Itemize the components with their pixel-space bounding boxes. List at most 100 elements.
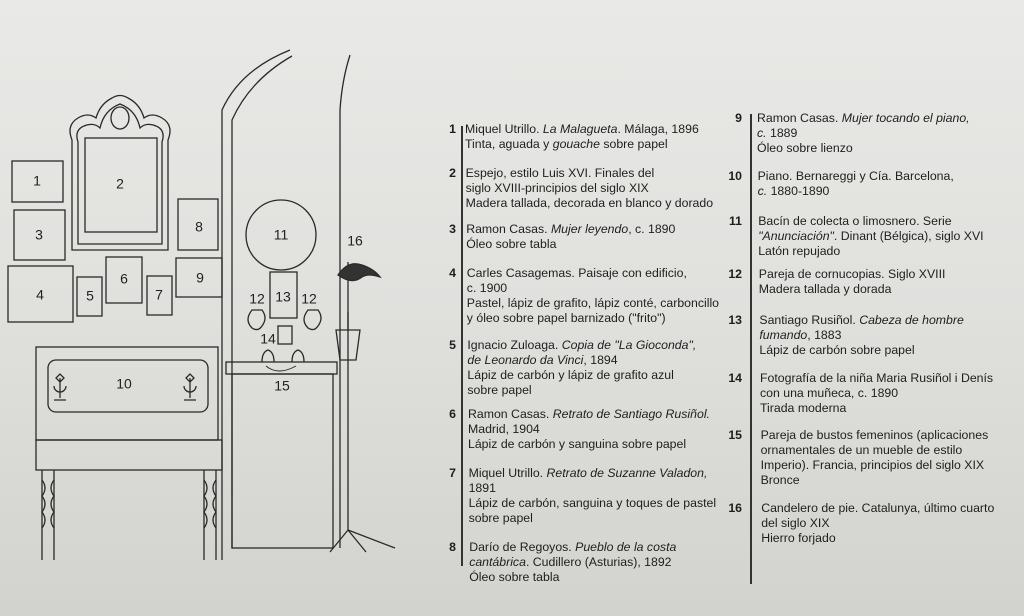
label-8: 8 bbox=[195, 219, 203, 235]
entry-text: sobre papel bbox=[467, 383, 532, 397]
entry-line: Carles Casagemas. Paisaje con edificio, bbox=[467, 266, 719, 281]
entry-line: Espejo, estilo Luis XVI. Finales del bbox=[466, 166, 713, 181]
entry-line: Latón repujado bbox=[758, 244, 983, 259]
busts-15 bbox=[261, 349, 305, 363]
alms-dish-11 bbox=[245, 199, 317, 271]
entry-number: 16 bbox=[728, 501, 742, 515]
piano-10 bbox=[35, 346, 223, 560]
entry-text: c. 1900 bbox=[466, 281, 508, 295]
entry-text: Bronce bbox=[760, 473, 800, 487]
entry-title-text: Cabeza de hombre bbox=[859, 313, 964, 327]
entry-text: Pareja de bustos femeninos (aplicaciones bbox=[760, 428, 989, 442]
mirror-2 bbox=[69, 94, 171, 251]
entry-text: Miquel Utrillo. bbox=[465, 122, 543, 136]
entry-text: con una muñeca, c. 1890 bbox=[760, 386, 899, 400]
entry-title-text: fumando bbox=[759, 328, 808, 342]
entry-line: 1891 bbox=[469, 481, 716, 496]
entry-number: 2 bbox=[449, 166, 456, 180]
entry-text: siglo XVIII-principios del siglo XIX bbox=[465, 181, 649, 195]
entry-line: Bacín de colecta o limosnero. Serie bbox=[758, 214, 983, 229]
frame-4 bbox=[7, 265, 74, 323]
entry-line: Tirada moderna bbox=[760, 401, 993, 416]
entry-number: 3 bbox=[449, 222, 456, 236]
entry-text: Latón repujado bbox=[758, 244, 841, 258]
entry-text: . Cudillero (Asturias), 1892 bbox=[525, 555, 672, 569]
entry-number: 12 bbox=[728, 267, 742, 281]
label-7: 7 bbox=[155, 287, 163, 303]
entry-line: c. 1889 bbox=[757, 126, 970, 141]
entry-text: 1891 bbox=[468, 481, 496, 495]
entry-text: Darío de Regoyos. bbox=[469, 540, 576, 554]
entry-line: y óleo sobre papel barnizado ("frito") bbox=[467, 311, 719, 326]
entry-number: 1 bbox=[449, 122, 456, 136]
entry-line: c. 1880-1890 bbox=[758, 184, 954, 199]
entry-number: 5 bbox=[449, 338, 456, 352]
entry-title-text: cantábrica bbox=[469, 555, 526, 569]
entry-number: 6 bbox=[449, 407, 456, 421]
photo-14 bbox=[277, 325, 293, 345]
label-5: 5 bbox=[86, 288, 94, 304]
entry-text: Imperio). Francia, principios del siglo … bbox=[760, 458, 985, 472]
entry-text: Óleo sobre lienzo bbox=[757, 141, 853, 155]
entry-text: Madera tallada y dorada bbox=[758, 282, 892, 296]
entry-line: c. 1900 bbox=[467, 281, 719, 296]
entry-title-text: Mujer tocando el piano, bbox=[841, 111, 970, 125]
label-16: 16 bbox=[347, 233, 363, 249]
entry-text: Carles Casagemas. Paisaje con edificio, bbox=[466, 266, 687, 280]
room-layout-diagram: 1 2 3 4 5 6 7 8 9 10 11 12 12 13 14 15 1… bbox=[7, 49, 396, 560]
cornucopia-left bbox=[247, 309, 266, 331]
frame-13 bbox=[269, 271, 298, 319]
column-divider bbox=[750, 114, 752, 584]
label-3: 3 bbox=[35, 227, 43, 243]
entry-text: Tirada moderna bbox=[760, 401, 847, 415]
entry-line: Hierro forjado bbox=[761, 531, 994, 546]
label-10: 10 bbox=[116, 376, 132, 392]
entry-text: 1889 bbox=[766, 126, 798, 140]
frame-3 bbox=[13, 209, 66, 261]
entry-text: ornamentales de un mueble de estilo bbox=[760, 443, 963, 457]
entry-text: Tinta, aguada y bbox=[465, 137, 553, 151]
frame-8 bbox=[177, 198, 219, 251]
label-14: 14 bbox=[260, 331, 276, 347]
entry-text: , c. 1890 bbox=[628, 222, 676, 236]
entry-text: Ramon Casas. bbox=[757, 111, 842, 125]
entry-text: Óleo sobre tabla bbox=[469, 570, 560, 584]
entry-line: Lápiz de carbón y lápiz de grafito azul bbox=[467, 368, 696, 383]
entry-line: fumando, 1883 bbox=[759, 328, 963, 343]
label-12-left: 12 bbox=[249, 291, 265, 307]
entry-text: , 1894 bbox=[583, 353, 618, 367]
entry-title-text: La Malagueta bbox=[542, 122, 618, 136]
entry-text: Pareja de cornucopias. Siglo XVIII bbox=[758, 267, 946, 281]
label-12-right: 12 bbox=[301, 291, 317, 307]
label-9: 9 bbox=[196, 270, 204, 286]
entry-line: Madera tallada, decorada en blanco y dor… bbox=[466, 196, 713, 211]
legend-column-1: 1 Miquel Utrillo. La Malagueta. Málaga, 1… bbox=[438, 0, 728, 616]
entry-line: Óleo sobre tabla bbox=[466, 237, 675, 252]
entry-line: ornamentales de un mueble de estilo bbox=[761, 443, 989, 458]
entry-line: Bronce bbox=[761, 473, 989, 488]
entry-text: , 1883 bbox=[807, 328, 842, 342]
entry-text: . Málaga, 1896 bbox=[617, 122, 699, 136]
entry-title-text: Retrato de Santiago Rusiñol. bbox=[552, 407, 710, 421]
entry-line: Darío de Regoyos. Pueblo de la costa bbox=[469, 540, 676, 555]
entry-line: Madera tallada y dorada bbox=[759, 282, 946, 297]
entry-line: sobre papel bbox=[467, 383, 696, 398]
entry-text: 1880-1890 bbox=[767, 184, 830, 198]
entry-text: Lápiz de carbón sobre papel bbox=[759, 343, 915, 357]
frame-1 bbox=[11, 160, 64, 203]
entry-text: sobre papel bbox=[468, 511, 533, 525]
entry-text: Piano. Bernareggi y Cía. Barcelona, bbox=[757, 169, 954, 183]
entry-title-text: gouache bbox=[552, 137, 600, 151]
entry-line: Fotografía de la niña Maria Rusiñol i De… bbox=[760, 371, 993, 386]
entry-number: 10 bbox=[728, 169, 742, 183]
frame-6 bbox=[105, 256, 143, 304]
entry-line: del siglo XIX bbox=[761, 516, 994, 531]
label-6: 6 bbox=[120, 271, 128, 287]
entry-line: Miquel Utrillo. La Malagueta. Málaga, 18… bbox=[465, 122, 699, 137]
entry-line: de Leonardo da Vinci, 1894 bbox=[467, 353, 696, 368]
entry-number: 11 bbox=[729, 214, 742, 228]
entry-line: "Anunciación". Dinant (Bélgica), siglo X… bbox=[758, 229, 983, 244]
entry-text: Madrid, 1904 bbox=[468, 422, 540, 436]
label-11: 11 bbox=[274, 227, 289, 243]
entry-line: Ramon Casas. Retrato de Santiago Rusiñol… bbox=[468, 407, 710, 422]
